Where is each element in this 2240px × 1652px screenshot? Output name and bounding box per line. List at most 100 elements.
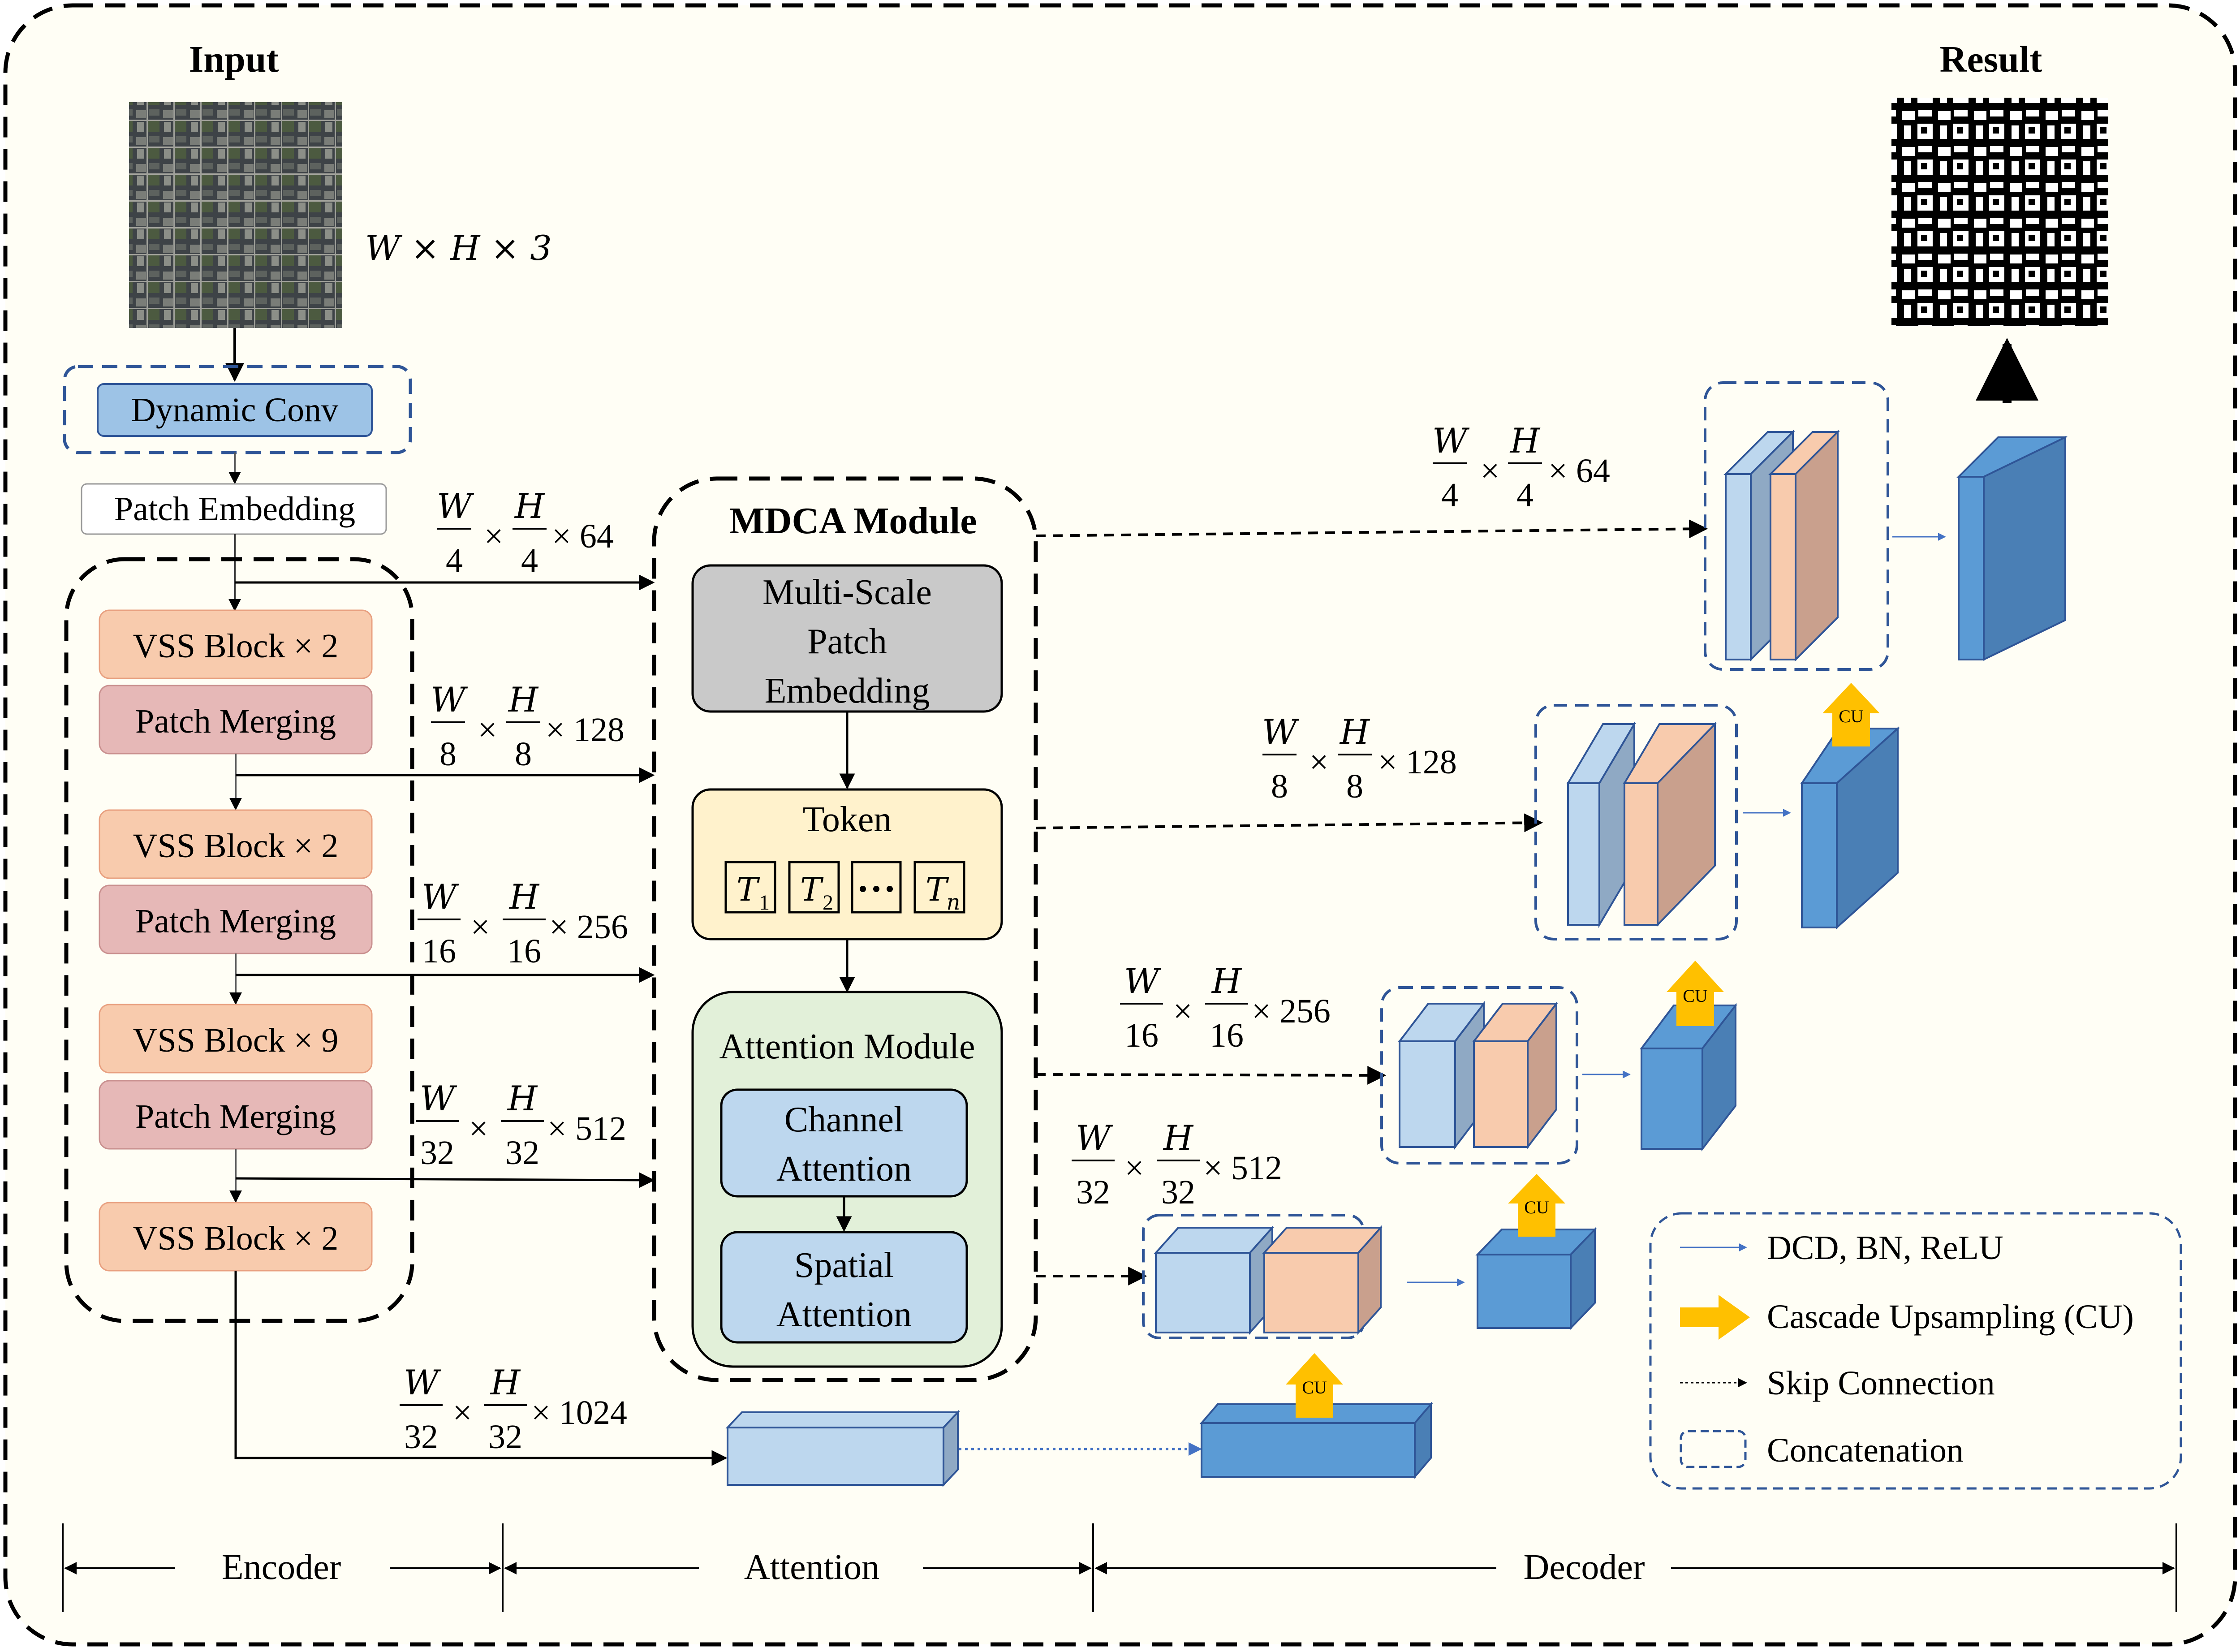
svg-text:8: 8: [439, 735, 457, 773]
svg-text:4: 4: [521, 542, 538, 579]
concat-cube-light-3: [1397, 1001, 1486, 1150]
svg-text:n: n: [947, 890, 961, 915]
vss-block-2: [99, 809, 373, 879]
feature-label-4: W 32 × H 32 × 512: [416, 1078, 626, 1172]
spatial-attention-line-1: Spatial: [794, 1246, 894, 1285]
section-decoder-label: Decoder: [1524, 1548, 1645, 1587]
svg-text:4: 4: [446, 542, 463, 579]
arrow-bottleneck: [234, 1271, 728, 1466]
svg-text:× 512: × 512: [547, 1110, 626, 1147]
outer-frame: [3, 3, 2237, 1647]
channel-attention-line-2: Attention: [776, 1149, 912, 1189]
svg-text:32: 32: [505, 1134, 539, 1172]
vss-block-3-label: VSS Block × 9: [133, 1022, 339, 1059]
svg-text:T: T: [800, 871, 824, 908]
svg-text:T: T: [737, 871, 760, 908]
svg-text:16: 16: [1124, 1017, 1159, 1054]
legend-skip-label: Skip Connection: [1767, 1364, 1995, 1402]
feature-label-3: W 16 × H 16 × 256: [418, 877, 628, 970]
feature-label-2: W 8 × H 8 × 128: [431, 680, 625, 773]
mdca-title: MDCA Module: [729, 500, 977, 542]
output-cube-1: [1956, 436, 2068, 661]
svg-text:×: ×: [484, 518, 504, 555]
svg-text:8: 8: [1271, 768, 1288, 805]
svg-text:32: 32: [404, 1418, 438, 1456]
token-t2: T 2: [788, 861, 840, 914]
concat-frame-2: [1534, 704, 1738, 940]
legend-concat-label: Concatenation: [1767, 1432, 1964, 1469]
svg-text:2: 2: [823, 891, 833, 914]
vss-block-3: [99, 1004, 373, 1074]
svg-text:H: H: [490, 1363, 521, 1402]
token-tn: T n: [913, 861, 965, 915]
svg-text:32: 32: [1161, 1173, 1195, 1211]
svg-text:CU: CU: [1524, 1197, 1549, 1217]
svg-text:×: ×: [471, 908, 490, 946]
output-cube-4: [1475, 1227, 1597, 1330]
decoder-label-4: W 32 × H 32 × 512: [1072, 1118, 1282, 1211]
patch-merging-2-label: Patch Merging: [135, 902, 336, 940]
decoder-label-1: W 4 × H 4 × 64: [1432, 421, 1610, 514]
svg-text:× 128: × 128: [546, 711, 625, 749]
decoder-label-3: W 16 × H 16 × 256: [1120, 961, 1331, 1054]
input-image: [129, 102, 342, 328]
spatial-attention-line-2: Attention: [776, 1295, 912, 1334]
concat-cube-peach-1: [1768, 430, 1840, 662]
mdca-frame: [652, 476, 1038, 1382]
svg-text:W: W: [431, 680, 468, 720]
token-title: Token: [803, 800, 892, 839]
svg-text:× 256: × 256: [549, 908, 628, 946]
token-ellipsis: [851, 861, 902, 914]
svg-text:H: H: [1339, 712, 1370, 752]
concat-frame-3: [1380, 986, 1578, 1165]
svg-text:H: H: [1163, 1118, 1194, 1158]
svg-text:32: 32: [1076, 1173, 1110, 1211]
svg-text:×: ×: [1173, 992, 1193, 1030]
svg-text:W: W: [1076, 1118, 1113, 1158]
multiscale-line-1: Multi-Scale: [762, 573, 932, 612]
svg-text:W: W: [1432, 421, 1470, 461]
svg-text:W: W: [422, 877, 459, 917]
vss-block-1-label: VSS Block × 2: [133, 627, 339, 665]
svg-text:×: ×: [1125, 1149, 1144, 1187]
encoder-frame: [64, 557, 414, 1323]
svg-text:W: W: [1262, 712, 1300, 752]
result-title: Result: [1940, 39, 2042, 80]
svg-text:16: 16: [507, 932, 541, 970]
feature-label-5: W 32 × H 32 × 1024: [400, 1363, 627, 1456]
dynamic-conv-block: [97, 383, 373, 437]
svg-text:H: H: [514, 486, 545, 526]
patch-merging-1-label: Patch Merging: [135, 703, 336, 740]
multiscale-line-3: Embedding: [765, 671, 930, 711]
vss-block-4-label: VSS Block × 2: [133, 1220, 339, 1257]
svg-text:16: 16: [1210, 1017, 1244, 1054]
patch-embedding-label: Patch Embedding: [114, 490, 355, 528]
svg-text:×: ×: [1481, 452, 1500, 490]
patch-merging-3-label: Patch Merging: [135, 1098, 336, 1135]
concat-cube-peach-3: [1472, 1001, 1559, 1150]
svg-text:W: W: [404, 1363, 441, 1402]
concat-cube-peach-4: [1262, 1225, 1383, 1335]
legend-concat-icon: [1680, 1430, 1747, 1468]
svg-text:8: 8: [1346, 768, 1363, 805]
vss-block-2-label: VSS Block × 2: [133, 827, 339, 865]
skip-arrow-4: [1035, 519, 1708, 539]
token-t1: T 1: [724, 861, 776, 914]
cu-arrow-3: CU: [1508, 1174, 1565, 1237]
section-attention-label: Attention: [744, 1548, 879, 1587]
svg-text:32: 32: [420, 1134, 454, 1172]
dynamic-conv-label: Dynamic Conv: [131, 391, 338, 429]
input-title: Input: [189, 39, 279, 80]
svg-text:4: 4: [1441, 476, 1458, 514]
output-cube-2: [1800, 726, 1900, 930]
svg-text:CU: CU: [1302, 1377, 1327, 1398]
channel-attention-line-1: Channel: [784, 1100, 904, 1139]
svg-text:× 256: × 256: [1252, 992, 1331, 1030]
svg-text:× 128: × 128: [1378, 743, 1457, 781]
concat-cube-light-4: [1154, 1225, 1275, 1335]
svg-text:× 512: × 512: [1203, 1149, 1282, 1187]
svg-text:32: 32: [488, 1418, 522, 1456]
result-image: [1891, 98, 2108, 326]
